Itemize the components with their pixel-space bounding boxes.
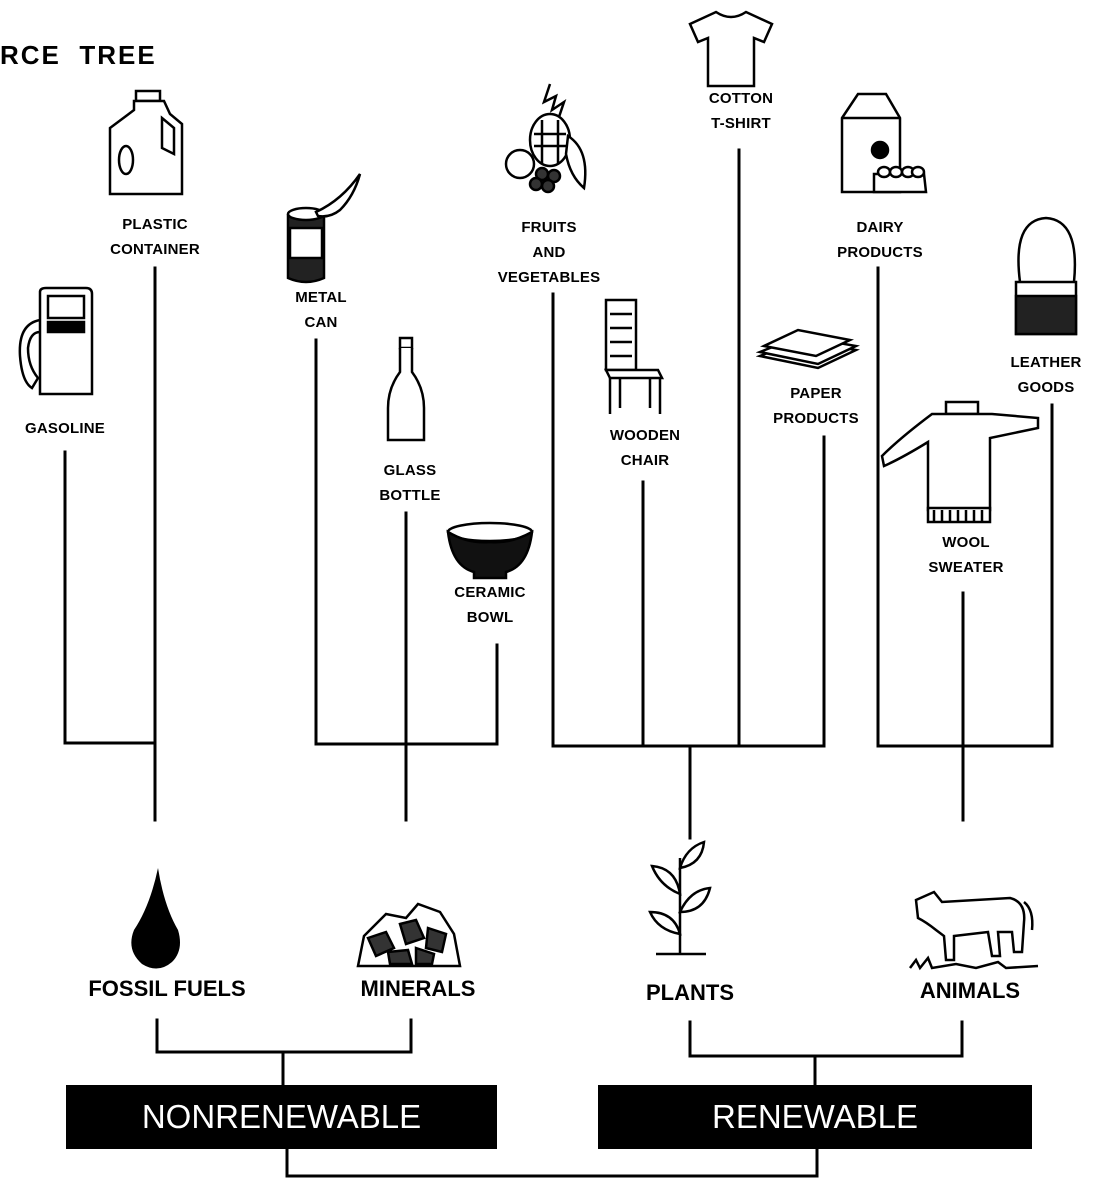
label-wooden-chair: WOODEN CHAIR bbox=[580, 423, 710, 473]
label-cotton-tshirt: COTTON T-SHIRT bbox=[676, 86, 806, 136]
label-paper-products: PAPER PRODUCTS bbox=[748, 381, 884, 431]
label-glass-bottle: GLASS BOTTLE bbox=[350, 458, 470, 508]
label-metal-can: METAL CAN bbox=[266, 285, 376, 335]
label-gasoline: GASOLINE bbox=[0, 416, 130, 441]
connector-renewable bbox=[690, 1022, 962, 1056]
label-minerals: MINERALS bbox=[320, 976, 516, 1002]
wool-sweater-icon bbox=[878, 398, 1046, 526]
metal-can-icon bbox=[282, 170, 366, 286]
tshirt-icon bbox=[686, 8, 776, 88]
label-fossil-fuels: FOSSIL FUELS bbox=[62, 976, 272, 1002]
leather-bag-icon bbox=[1008, 212, 1084, 338]
label-dairy-products: DAIRY PRODUCTS bbox=[812, 215, 948, 265]
connector-root bbox=[287, 1148, 817, 1176]
glass-bottle-icon bbox=[384, 336, 428, 444]
renewable-box: RENEWABLE bbox=[598, 1085, 1032, 1149]
label-plants: PLANTS bbox=[600, 980, 780, 1006]
label-plastic-container: PLASTIC CONTAINER bbox=[80, 212, 230, 262]
fruits-vegetables-icon bbox=[498, 80, 598, 196]
plant-sprout-icon bbox=[642, 838, 720, 956]
gas-pump-icon bbox=[10, 286, 98, 398]
ceramic-bowl-icon bbox=[444, 520, 536, 582]
label-ceramic-bowl: CERAMIC BOWL bbox=[430, 580, 550, 630]
label-fruits-vegetables: FRUITS AND VEGETABLES bbox=[474, 215, 624, 290]
wooden-chair-icon bbox=[598, 296, 668, 418]
connector-nonrenewable bbox=[157, 1020, 411, 1052]
paper-stack-icon bbox=[756, 326, 860, 374]
label-wool-sweater: WOOL SWEATER bbox=[906, 530, 1026, 580]
label-leather-goods: LEATHER GOODS bbox=[986, 350, 1094, 400]
label-animals: ANIMALS bbox=[880, 978, 1060, 1004]
cow-icon bbox=[906, 880, 1042, 972]
mineral-rocks-icon bbox=[354, 898, 464, 970]
plastic-jug-icon bbox=[104, 88, 186, 198]
nonrenewable-box: NONRENEWABLE bbox=[66, 1085, 497, 1149]
diagram-title: RCE TREE bbox=[0, 40, 157, 71]
oil-drop-icon bbox=[128, 866, 184, 972]
milk-carton-eggs-icon bbox=[834, 88, 930, 198]
